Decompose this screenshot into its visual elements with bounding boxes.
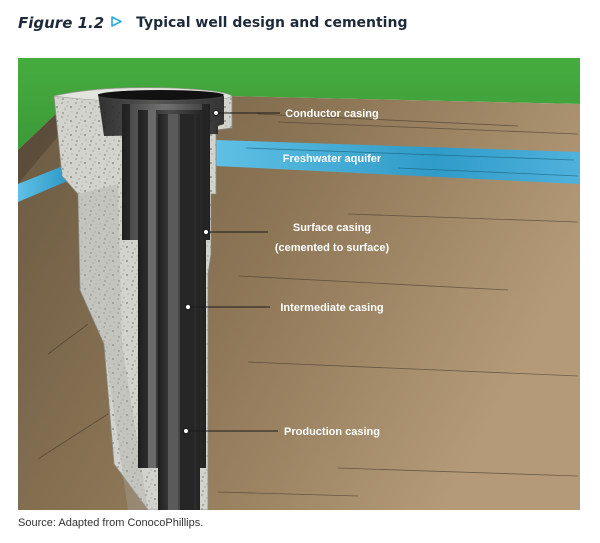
casing-strings xyxy=(98,90,224,510)
strata-line xyxy=(347,213,579,223)
intermediate-casing-edge xyxy=(148,110,156,468)
strata-line xyxy=(47,323,89,355)
grass-surface xyxy=(18,58,580,150)
soil-strata xyxy=(37,113,579,497)
strata-line xyxy=(247,361,579,377)
strata-line xyxy=(37,413,109,460)
aquifer-streak xyxy=(245,147,575,161)
production-casing-edge xyxy=(168,114,178,510)
intermediate-marker-dot xyxy=(184,303,192,311)
label-conductor-casing: Conductor casing xyxy=(285,108,379,120)
figure-title: Typical well design and cementing xyxy=(136,15,408,31)
aquifer-streak xyxy=(397,167,579,177)
conductor-opening xyxy=(98,90,224,100)
label-surface-casing: Surface casing xyxy=(293,222,371,234)
strata-line xyxy=(217,491,359,497)
production-casing-bore xyxy=(180,114,194,510)
strata-line xyxy=(337,467,579,477)
figure-number: Figure 1.2 xyxy=(18,14,105,32)
strata-line xyxy=(237,275,509,291)
label-production-casing: Production casing xyxy=(284,426,380,438)
cement-shadow xyxy=(78,184,148,510)
leaders xyxy=(186,112,280,432)
well-diagram: Conductor casing Freshwater aquifer Surf… xyxy=(18,44,580,511)
source-note: Source: Adapted from ConocoPhillips. xyxy=(18,517,204,529)
surface-marker-dot xyxy=(202,228,210,236)
label-intermediate-casing: Intermediate casing xyxy=(280,302,383,314)
label-freshwater-aquifer: Freshwater aquifer xyxy=(283,153,382,165)
conductor-marker-dot xyxy=(212,109,220,117)
triangle-arrow-icon xyxy=(111,14,122,32)
label-surface-casing-note: (cemented to surface) xyxy=(275,242,390,254)
well-diagram-svg: Conductor casing Freshwater aquifer Surf… xyxy=(18,58,580,511)
aquifer-band-right xyxy=(216,140,580,184)
production-marker-dot xyxy=(182,427,190,435)
figure-header: Figure 1.2 Typical well design and cemen… xyxy=(18,12,407,34)
marker-dots xyxy=(182,109,220,435)
diagram-labels: Conductor casing Freshwater aquifer Surf… xyxy=(275,108,390,438)
strata-line xyxy=(257,113,519,127)
strata-line xyxy=(277,121,579,135)
